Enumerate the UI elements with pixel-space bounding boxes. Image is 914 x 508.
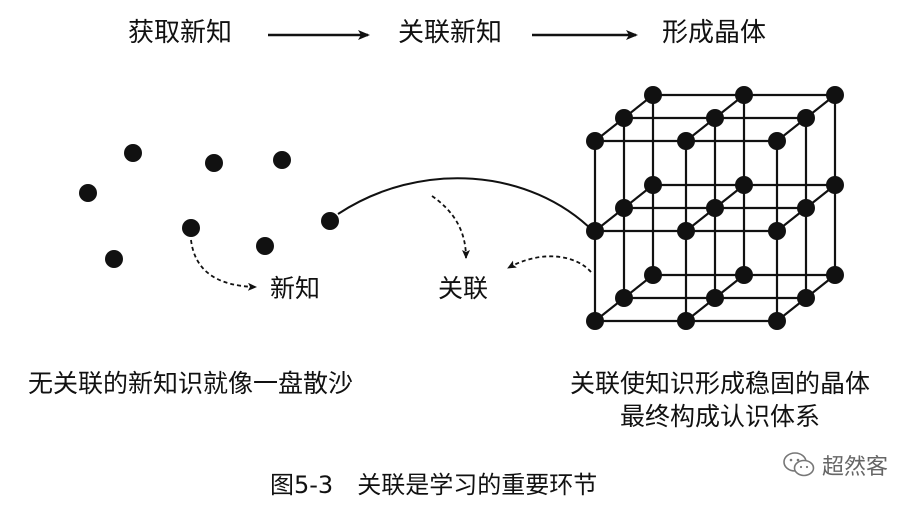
scattered-dot — [273, 151, 291, 169]
flow-step-2: 关联新知 — [398, 18, 503, 48]
wechat-icon — [783, 452, 815, 477]
figure-title: 图5-3 关联是学习的重要环节 — [270, 471, 598, 499]
scattered-dot — [256, 237, 274, 255]
scattered-dot — [124, 144, 142, 162]
scattered-dot — [105, 250, 123, 268]
dashed-arrow-from-lattice — [507, 255, 592, 273]
scattered-dot — [321, 212, 339, 230]
scattered-dot — [182, 219, 200, 237]
flow-step-1: 获取新知 — [128, 18, 233, 48]
connection-curve — [337, 177, 595, 233]
scattered-dots — [79, 144, 339, 268]
label-association: 关联 — [438, 274, 489, 303]
flow-step-3: 形成晶体 — [662, 18, 767, 48]
dashed-arrow-down-to-association — [431, 195, 470, 259]
scattered-dot — [205, 154, 223, 172]
scattered-dot — [79, 184, 97, 202]
lattice-nodes — [586, 86, 844, 330]
caption-right-line-2: 最终构成认识体系 — [619, 402, 820, 431]
label-new-knowledge: 新知 — [270, 274, 321, 303]
caption-right-line-1: 关联使知识形成稳固的晶体 — [569, 369, 870, 398]
dashed-arrow-to-new-knowledge — [190, 239, 257, 291]
watermark-text: 超然客 — [822, 455, 889, 480]
watermark: 超然客 — [782, 449, 888, 481]
caption-right: 关联使知识形成稳固的晶体 最终构成认识体系 — [540, 371, 900, 429]
caption-left: 无关联的新知识就像一盘散沙 — [28, 369, 354, 398]
